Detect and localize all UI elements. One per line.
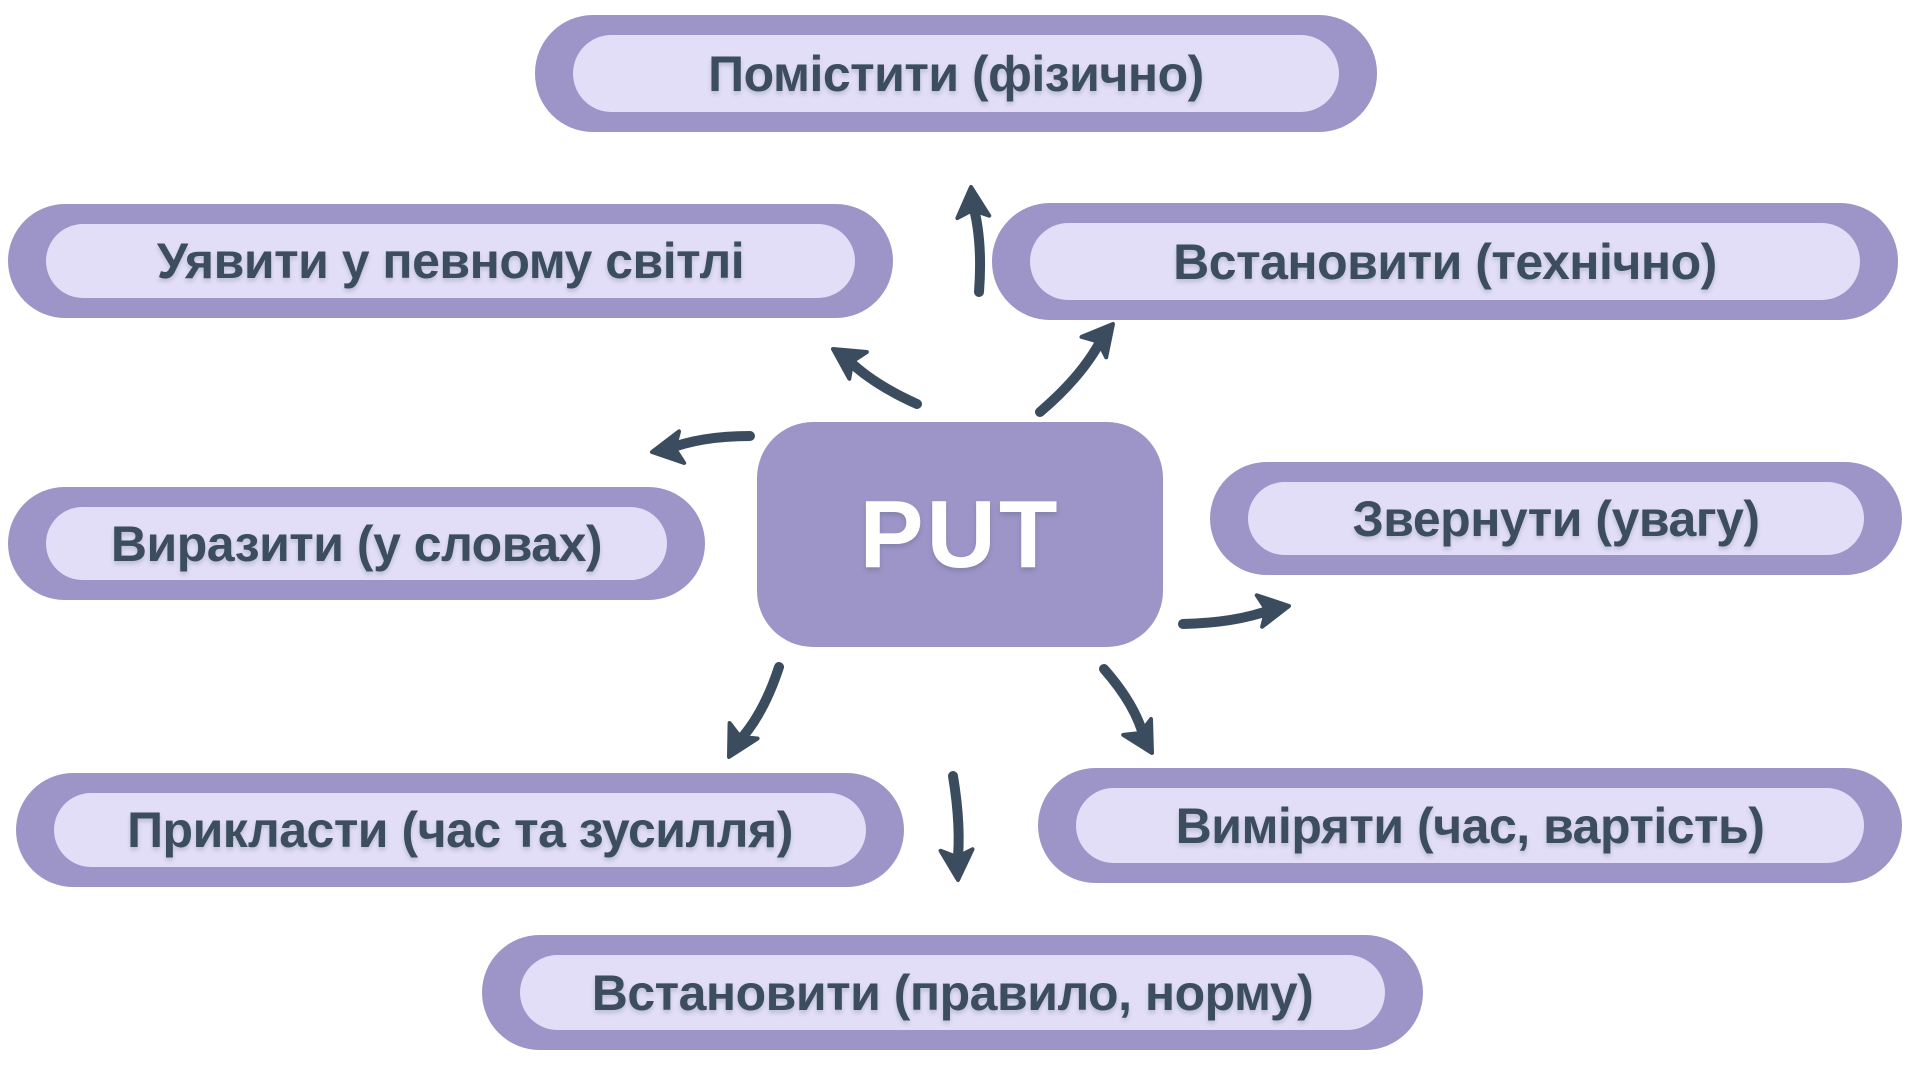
center-node-put: PUT [757, 422, 1163, 647]
node-upper-right-label: Встановити (технічно) [1173, 233, 1717, 290]
node-upper-left-inner: Уявити у певному світлі [46, 224, 855, 298]
node-left-inner: Виразити (у словах) [46, 507, 667, 580]
node-bottom: Встановити (правило, норму) [482, 935, 1423, 1050]
node-top-inner: Помістити (фізично) [573, 35, 1339, 112]
node-top: Помістити (фізично) [535, 15, 1377, 132]
arrow-to-upper-right-icon [1035, 322, 1115, 417]
node-lower-left-label: Прикласти (час та зусилля) [127, 802, 793, 858]
node-right: Звернути (увагу) [1210, 462, 1902, 575]
node-lower-right-label: Виміряти (час, вартість) [1175, 797, 1765, 854]
node-bottom-inner: Встановити (правило, норму) [520, 955, 1385, 1030]
arrow-to-upper-left-icon [831, 347, 922, 409]
arrow-to-lower-left-icon [727, 662, 784, 759]
node-right-label: Звернути (увагу) [1352, 490, 1760, 547]
center-node-label: PUT [859, 480, 1061, 588]
node-lower-left: Прикласти (час та зусилля) [16, 773, 904, 887]
arrow-to-left-icon [650, 429, 755, 465]
node-bottom-label: Встановити (правило, норму) [591, 964, 1314, 1021]
node-lower-left-inner: Прикласти (час та зусилля) [54, 793, 866, 867]
node-lower-right-inner: Виміряти (час, вартість) [1076, 788, 1864, 863]
arrow-to-top-icon [955, 185, 992, 297]
node-left-label: Виразити (у словах) [110, 515, 603, 572]
node-right-inner: Звернути (увагу) [1248, 482, 1864, 555]
arrow-to-lower-right-icon [1099, 664, 1154, 755]
node-left: Виразити (у словах) [8, 487, 705, 600]
node-lower-right: Виміряти (час, вартість) [1038, 768, 1902, 883]
node-upper-right-inner: Встановити (технічно) [1030, 223, 1860, 300]
node-top-label: Помістити (фізично) [708, 45, 1204, 102]
node-upper-left: Уявити у певному світлі [8, 204, 893, 318]
arrow-to-bottom-icon [938, 771, 975, 882]
node-upper-left-label: Уявити у певному світлі [156, 233, 745, 289]
arrow-to-right-icon [1178, 593, 1291, 629]
node-upper-right: Встановити (технічно) [992, 203, 1898, 320]
